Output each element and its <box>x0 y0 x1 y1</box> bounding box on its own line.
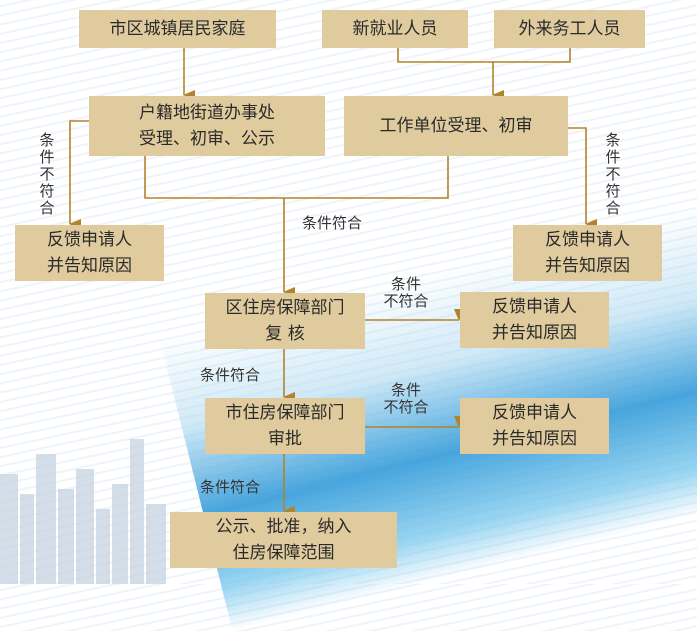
label-not-met-right: 条件不符合 <box>605 131 621 217</box>
box-text: 复 核 <box>265 324 305 344</box>
box-text: 公示、批准，纳入 <box>215 517 352 537</box>
label-not-met-city: 条件不符合 <box>378 382 434 416</box>
box-text: 并告知原因 <box>492 323 577 343</box>
label-met-1: 条件符合 <box>302 214 363 232</box>
label-line: 条件 <box>390 381 421 399</box>
box-migrant-worker: 外来务工人员 <box>494 10 645 48</box>
box-text: 住房保障范围 <box>232 543 335 563</box>
box-text: 工作单位受理、初审 <box>379 116 533 136</box>
box-text: 反馈申请人 <box>492 297 577 317</box>
box-text: 市区城镇居民家庭 <box>109 19 246 39</box>
box-final: 公示、批准，纳入住房保障范围 <box>170 512 397 568</box>
box-feedback-left: 反馈申请人并告知原因 <box>15 225 164 281</box>
label-met-3: 条件符合 <box>200 478 261 496</box>
box-text: 反馈申请人 <box>545 230 630 250</box>
box-text: 外来务工人员 <box>518 19 621 39</box>
box-text: 区住房保障部门 <box>225 298 345 318</box>
label-not-met-left: 条件不符合 <box>39 131 55 217</box>
box-district-review: 区住房保障部门复 核 <box>205 293 365 349</box>
label-not-met-district: 条件不符合 <box>378 276 434 310</box>
box-text: 审批 <box>268 429 302 449</box>
box-feedback-city: 反馈申请人并告知原因 <box>460 398 609 454</box>
box-text: 反馈申请人 <box>47 230 132 250</box>
box-feedback-right: 反馈申请人并告知原因 <box>513 225 662 281</box>
box-text: 新就业人员 <box>352 19 438 39</box>
box-city-approval: 市住房保障部门审批 <box>205 398 365 454</box>
label-line: 不符合 <box>383 398 429 416</box>
box-text: 市住房保障部门 <box>225 403 345 423</box>
label-met-2: 条件符合 <box>200 366 261 384</box>
box-text: 受理、初审、公示 <box>139 129 275 149</box>
connector-lines <box>69 48 597 516</box>
box-text: 并告知原因 <box>47 256 132 276</box>
label-line: 条件 <box>390 275 421 293</box>
box-text: 户籍地街道办事处 <box>139 103 275 123</box>
box-employer: 工作单位受理、初审 <box>344 96 568 156</box>
box-street-office: 户籍地街道办事处受理、初审、公示 <box>89 96 325 156</box>
label-line: 不符合 <box>383 292 429 310</box>
box-text: 并告知原因 <box>492 429 577 449</box>
box-text: 反馈申请人 <box>492 403 577 423</box>
box-new-employee: 新就业人员 <box>322 10 468 48</box>
box-text: 并告知原因 <box>545 256 630 276</box>
box-feedback-district: 反馈申请人并告知原因 <box>460 292 609 348</box>
city-skyline-illustration <box>0 439 166 584</box>
box-urban-family: 市区城镇居民家庭 <box>79 10 276 48</box>
